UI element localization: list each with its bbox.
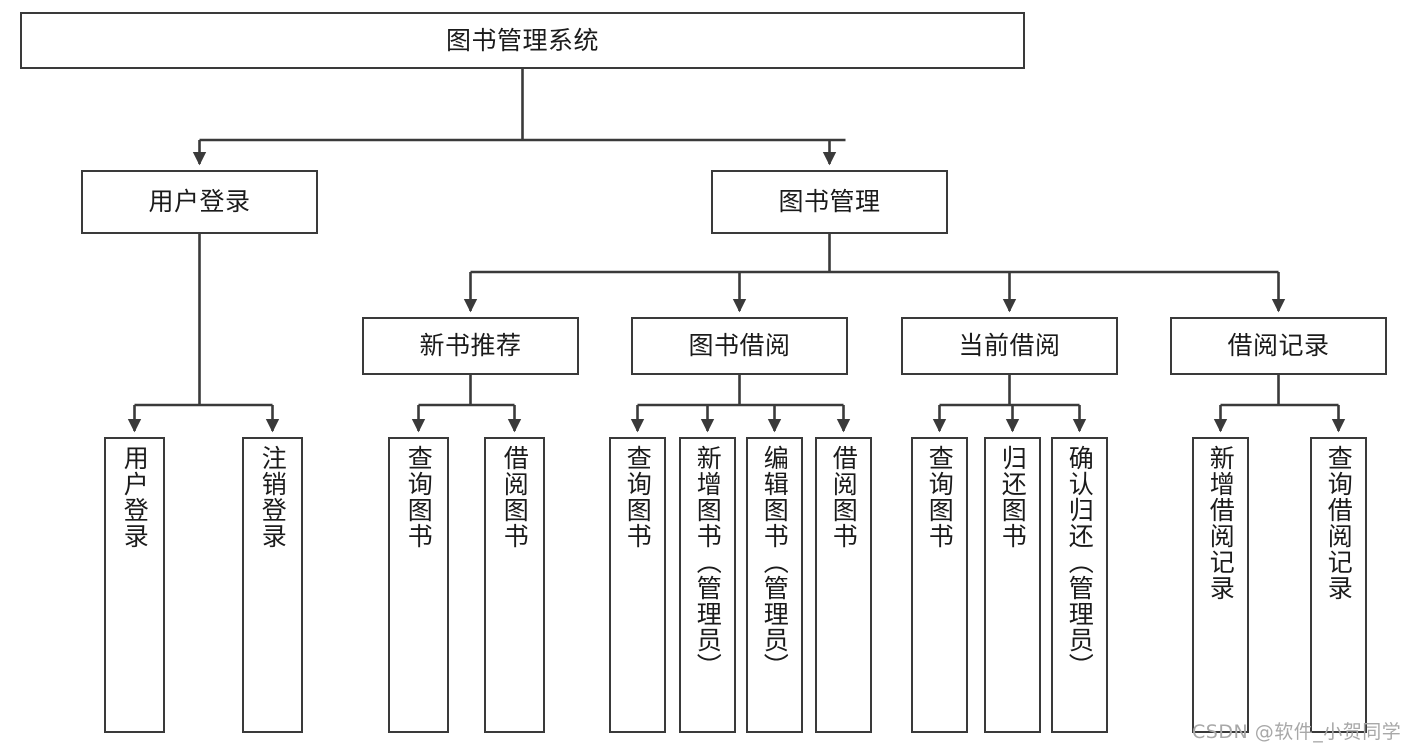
- node-label: 查询借阅记录: [1324, 445, 1354, 601]
- node-label: 用户登录: [120, 445, 150, 549]
- node-查询图书-leaf[interactable]: 查询图书: [388, 437, 449, 733]
- node-图书借阅-level3[interactable]: 图书借阅: [631, 317, 848, 375]
- node-label: 查询图书: [925, 445, 955, 549]
- node-label: 编辑图书（管理员）: [760, 445, 790, 679]
- node-用户登录-leaf[interactable]: 用户登录: [104, 437, 165, 733]
- node-查询借阅记录-leaf[interactable]: 查询借阅记录: [1310, 437, 1367, 733]
- node-借阅图书-leaf[interactable]: 借阅图书: [484, 437, 545, 733]
- node-新书推荐-level3[interactable]: 新书推荐: [362, 317, 579, 375]
- node-图书管理系统-root[interactable]: 图书管理系统: [20, 12, 1025, 69]
- node-label: 图书管理系统: [445, 25, 599, 55]
- node-新增借阅记录-leaf[interactable]: 新增借阅记录: [1192, 437, 1249, 733]
- node-新增图书管理员-leaf[interactable]: 新增图书（管理员）: [679, 437, 736, 733]
- node-label: 借阅图书: [829, 445, 859, 549]
- node-label: 图书借阅: [688, 331, 791, 361]
- node-当前借阅-level3[interactable]: 当前借阅: [901, 317, 1118, 375]
- node-label: 查询图书: [404, 445, 434, 549]
- node-label: 新书推荐: [419, 331, 522, 361]
- node-label: 借阅记录: [1227, 331, 1330, 361]
- csdn-watermark: CSDN @软件_小贺同学: [1192, 721, 1402, 743]
- node-label: 归还图书: [998, 445, 1028, 549]
- node-label: 查询图书: [623, 445, 653, 549]
- node-label: 用户登录: [148, 187, 251, 217]
- node-查询图书-leaf[interactable]: 查询图书: [911, 437, 968, 733]
- node-label: 注销登录: [258, 445, 288, 549]
- node-借阅记录-level3[interactable]: 借阅记录: [1170, 317, 1387, 375]
- node-label: 当前借阅: [958, 331, 1061, 361]
- node-查询图书-leaf[interactable]: 查询图书: [609, 437, 666, 733]
- node-注销登录-leaf[interactable]: 注销登录: [242, 437, 303, 733]
- node-图书管理-level2[interactable]: 图书管理: [711, 170, 948, 234]
- node-归还图书-leaf[interactable]: 归还图书: [984, 437, 1041, 733]
- node-用户登录-level2[interactable]: 用户登录: [81, 170, 318, 234]
- node-label: 新增借阅记录: [1206, 445, 1236, 601]
- node-label: 图书管理: [778, 187, 881, 217]
- node-label: 新增图书（管理员）: [693, 445, 723, 679]
- node-借阅图书-leaf[interactable]: 借阅图书: [815, 437, 872, 733]
- node-label: 确认归还（管理员）: [1065, 445, 1095, 679]
- node-确认归还管理员-leaf[interactable]: 确认归还（管理员）: [1051, 437, 1108, 733]
- node-编辑图书管理员-leaf[interactable]: 编辑图书（管理员）: [746, 437, 803, 733]
- node-label: 借阅图书: [500, 445, 530, 549]
